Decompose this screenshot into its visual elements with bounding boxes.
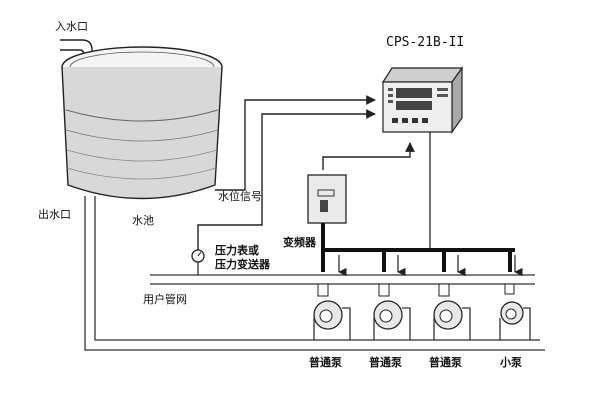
pressure-gauge-icon: [191, 249, 205, 275]
inverter-label: 变频器: [283, 235, 317, 249]
pump-3-icon: [433, 283, 471, 340]
pressure-label-line1: 压力表或: [215, 243, 259, 257]
pump-label-4: 小泵: [499, 355, 522, 369]
level-signal-label: 水位信号: [218, 189, 262, 203]
pressure-signal-line: [197, 109, 376, 262]
pump-1-icon: [313, 283, 351, 340]
controller-model-label: CPS-21B-II: [386, 35, 464, 50]
pump-2-icon: [373, 283, 411, 340]
outlet-label: 出水口: [38, 207, 71, 221]
user-network-pipe: [150, 274, 535, 285]
water-tank: [61, 46, 223, 200]
control-line-inverter: [322, 142, 415, 170]
control-bus: [321, 132, 523, 277]
pump-label-1: 普通泵: [309, 355, 342, 369]
user-network-label: 用户管网: [143, 292, 187, 306]
level-signal-line: [215, 95, 376, 191]
pump-4-icon: [499, 283, 531, 340]
pump-label-2: 普通泵: [369, 355, 402, 369]
pump-label-3: 普通泵: [429, 355, 462, 369]
pressure-label-line2: 压力变送器: [215, 257, 271, 271]
inverter-unit: [307, 174, 347, 224]
controller-unit: [381, 66, 464, 134]
inlet-label: 入水口: [55, 20, 88, 33]
outlet-pipe: [84, 196, 545, 351]
tank-label: 水池: [132, 214, 154, 227]
